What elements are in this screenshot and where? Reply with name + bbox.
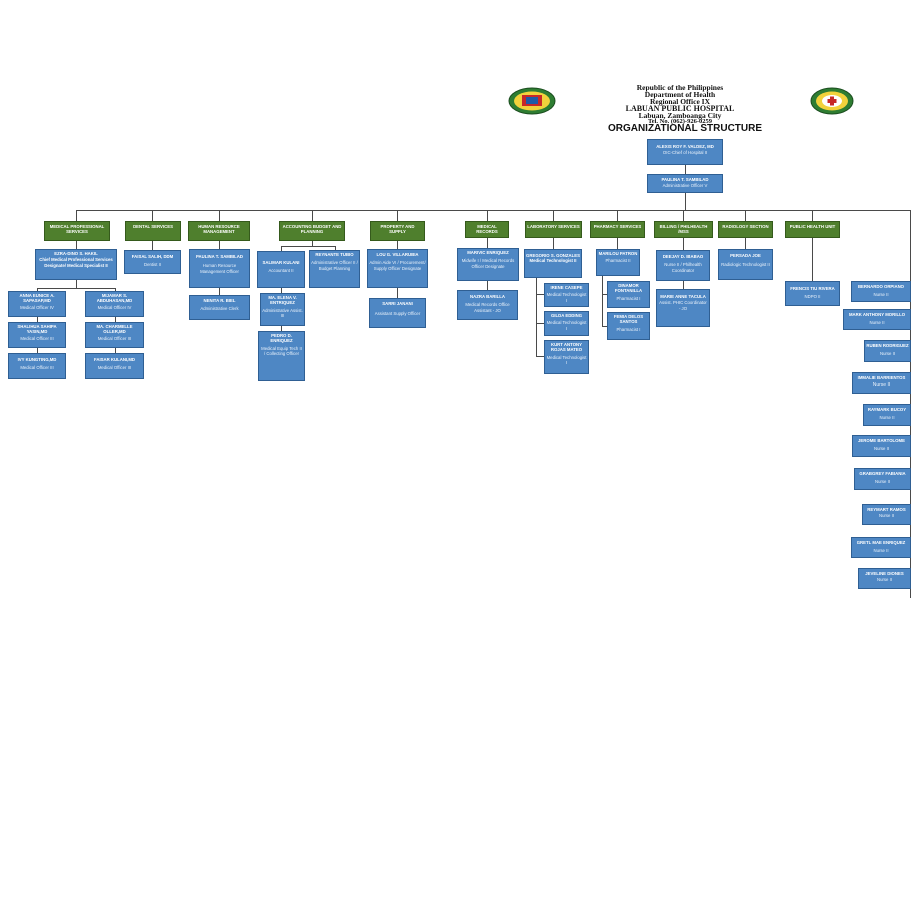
person-box-femia: FEMIA DELOS SANTOS Pharmacist I — [607, 312, 650, 340]
dept-public-health-unit: PUBLIC HEALTH UNIT — [785, 221, 840, 238]
person-box-charmelle: MA. CHARMELLE OLLER,MD Medical Officer I… — [85, 322, 144, 348]
person-box-deejay: DEEJAY D. IBABAO Nurse II / Philhealth C… — [656, 250, 710, 281]
header-hospital: LABUAN PUBLIC HOSPITAL — [625, 104, 735, 113]
person-position: Administrative Officer V — [662, 183, 708, 189]
person-box-irene: IRENE CASEPE Medical Technologist I — [544, 283, 589, 307]
medical-head-box: EZRA-DINO S. HAKIL Chief Medical Profess… — [35, 249, 117, 280]
person-box-bernardo: BERNARDO ORPIANO Nurse II — [851, 281, 911, 302]
person-box-reynante: REYNANTE TUBIO Administrative Officer II… — [309, 250, 360, 288]
dept-billing-philhealth-mss: BILLING / PHILHEALTH /MSS — [654, 221, 713, 238]
person-box-reymart: REYMART RAMOS Nurse II — [862, 504, 911, 525]
dept-property-and-supply: PROPERTY AND SUPPLY — [370, 221, 425, 241]
dept-laboratory-services: LABORATORY SERVICES — [525, 221, 582, 238]
person-box-gilda: GILDA EDDING Medical Technologist I — [544, 311, 589, 336]
person-box-kurt: KURT ANTONY ROJAS MATEO Medical Technolo… — [544, 340, 589, 374]
dept-medical-records: MEDICAL RECORDS — [465, 221, 509, 238]
person-box-shalihua: SHALIHUA SAHIPA YASIN,MD Medical Officer… — [8, 322, 66, 348]
person-box-faisar: FAISAR KULANI,MD Medical Officer III — [85, 353, 144, 379]
person-box-elena: MA. ELENA V. ENTRIQUEZ Administrative As… — [260, 293, 305, 326]
person-box-dinamor: DINAMOR FONTANILLA Pharmacist I — [607, 281, 650, 308]
person-box-immalie: IMMALIE BARRIENTOS Nurse II — [852, 372, 911, 394]
person-box-mark: MARK ANTHONY MORILLO Nurse II — [843, 309, 911, 330]
person-box-gregorio: GREGORIO S. GONZALES Medical Technologis… — [524, 249, 582, 278]
person-position: OIC-Chief of Hospital II — [662, 150, 708, 156]
person-box-marivic: MARIVIC ENRIQUEZ Midwife I / Medical Rec… — [457, 248, 519, 281]
person-box-salimar: SALIMAR KULANI Accountant II — [257, 251, 305, 288]
person-box-gretl: GRETL MAE ENRIQUEZ Nurse II — [851, 537, 911, 558]
person-box-frencis: FRENCIS TIU RIVERA NDPO II — [785, 281, 840, 306]
administrative-officer-box: PAULINA T. SAMBILAD Administrative Offic… — [647, 174, 723, 193]
dept-dental-services: DENTAL SERVICES — [125, 221, 181, 241]
person-box-pedro: PEDRO D. ENRIQUEZ Medical Equip Tech II … — [258, 331, 305, 381]
dept-accounting-budget-planning: ACCOUNTING BUDGET AND PLANNING — [279, 221, 345, 241]
person-box-nazra: NAZRA BARILLA Medical Records Office Ass… — [457, 290, 518, 320]
person-box-ivy: IVY KUNGTING,MD Medical Officer III — [8, 353, 66, 379]
person-name: ALEXIS ROY F. VALDEZ, MD — [656, 144, 714, 149]
person-box-marie: MARIE ANNE TACULA Assist. PHIC Coordinat… — [656, 289, 710, 327]
chief-of-hospital-box: ALEXIS ROY F. VALDEZ, MD OIC-Chief of Ho… — [647, 139, 723, 165]
person-box-ruben: RUBEN RODRIGUEZ Nurse II — [864, 340, 911, 362]
person-box-raymark: RAYMARK BUCOY Nurse II — [863, 404, 911, 426]
doh-seal-logo — [810, 87, 854, 115]
person-name: PAULINA T. SAMBILAD — [661, 177, 709, 182]
person-box-faisal: FAISAL SALIH, DDM Dentist II — [124, 250, 181, 274]
person-box-sarri: SARRI JANANI Assistant Supply Officer — [369, 298, 426, 328]
dept-pharmacy-services: PHARMACY SERVICES — [590, 221, 645, 238]
person-box-lou: LOU G. VILLARUBIA Admin Aide VI / Procur… — [367, 249, 428, 288]
person-box-marilou: MARILOU PATRON Pharmacist II — [596, 249, 640, 276]
dept-human-resource-management: HUMAN RESOURCE MANAGEMENT — [188, 221, 250, 241]
person-box-persada: PERSADA JOE Radiologic Technologist II — [718, 249, 773, 280]
person-box-jerome: JEROME BARTOLOME Nurse II — [852, 435, 911, 457]
header-address: Labuan, Zamboanga City — [638, 111, 722, 120]
hospital-seal-logo — [508, 87, 556, 115]
person-box-mijamar: MIJAMAR S. ABDUHASAN,MD Medical Officer … — [85, 291, 144, 317]
person-box-grabgrey: GRABGREY FABIANIA Nurse II — [854, 468, 911, 490]
dept-medical-professional-services: MEDICAL PROFESSIONAL SERVICES — [44, 221, 110, 241]
person-box-jeveline: JEVELINE DIONES Nurse II — [858, 568, 911, 589]
header-region: Regional Office IX — [650, 97, 710, 106]
dept-radiology-section: RADIOLOGY SECTION — [718, 221, 773, 238]
person-box-anna: ANNA EUNICE A. SAPASAP,MD Medical Office… — [8, 291, 66, 317]
person-box-nenita: NENITA R. BIEL Administrative Clerk — [189, 295, 250, 320]
header-telephone: Tel. No. (062)-926-0259 — [647, 118, 713, 125]
person-box-paulina-hr: PAULINA T. SAMBILAD Human Resource Manag… — [189, 249, 250, 288]
header-republic: Republic of the Philippines — [636, 83, 724, 92]
page-title: ORGANIZATIONAL STRUCTURE — [607, 123, 763, 134]
header-department: Department of Health — [644, 90, 716, 99]
